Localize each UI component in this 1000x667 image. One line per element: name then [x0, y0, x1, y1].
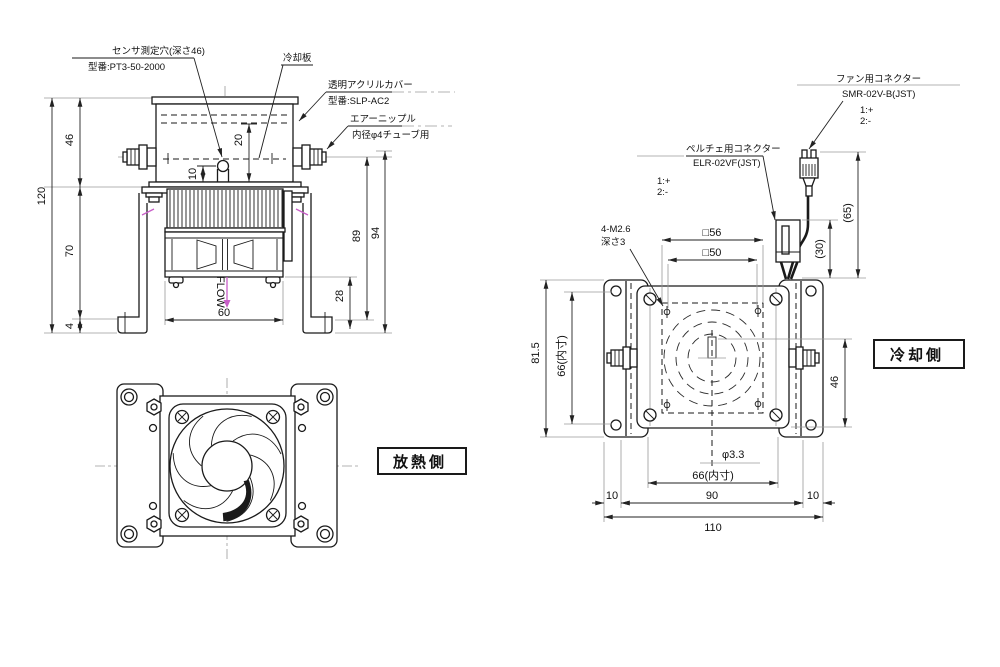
side-dimensions: 81.5 66(内寸) □56 □50 (65) (30) 46 φ3.3 66…: [530, 151, 861, 534]
peltier-pin2-label: 2:-: [657, 187, 668, 198]
sensor-hole-label: センサ測定穴(深さ46): [112, 45, 205, 57]
front-view: FLOW 120 46 70 4 10 20 60 28 89 94: [36, 45, 455, 334]
tap-depth-label: 深さ3: [601, 237, 625, 248]
side-air-nipple-right: [788, 346, 820, 370]
side-air-nipple-left: [606, 346, 638, 370]
cool-side-tag: 冷却側: [873, 339, 965, 369]
dim-81-5: 81.5: [530, 342, 542, 363]
dim-10: 10: [187, 168, 199, 180]
peltier-pin1-label: 1:+: [657, 176, 671, 187]
dim-sq50: □50: [703, 247, 722, 259]
peltier-connector-label: ペルチェ用コネクター: [686, 144, 781, 155]
heat-side-tag: 放熱側: [377, 447, 467, 475]
dim-sq56: □56: [703, 227, 722, 239]
dim-94: 94: [370, 227, 382, 239]
dim-90: 90: [706, 490, 718, 502]
fan-connector-label: ファン用コネクター: [836, 74, 921, 85]
air-nipple-label: エアーニップル: [350, 114, 416, 125]
bracket-right: [302, 193, 333, 334]
side-callouts: 4-M2.6 深さ3 ペルチェ用コネクター ELR-02VF(JST) 1:+ …: [601, 74, 960, 307]
tap-holes-label: 4-M2.6: [601, 224, 631, 235]
dim-4: 4: [64, 323, 76, 329]
fan-corner-screws: [174, 409, 281, 523]
bottom-bracket-hardware: [120, 388, 334, 543]
dim-120: 120: [36, 187, 48, 205]
air-nipple-note-label: 内径φ4チューブ用: [352, 129, 429, 141]
air-nipple-right: [292, 144, 327, 170]
cooling-plate-face: [636, 285, 790, 470]
dim-28: 28: [334, 290, 346, 302]
dim-46: 46: [64, 134, 76, 146]
fan-model-label: SMR-02V-B(JST): [842, 89, 915, 100]
heat-side-label: 放熱側: [392, 453, 447, 471]
dim-10-left: 10: [606, 490, 618, 502]
sensor-hole: [216, 159, 230, 182]
dim-66-inner-v: 66(内寸): [554, 335, 568, 377]
dim-30: (30): [814, 239, 826, 259]
fan-pin2-label: 2:-: [860, 116, 871, 127]
bracket-left: [117, 193, 148, 334]
side-view: 81.5 66(内寸) □56 □50 (65) (30) 46 φ3.3 66…: [530, 74, 965, 534]
fan-side: [164, 231, 284, 289]
dim-46-side: 46: [829, 376, 841, 388]
flow-arrowhead: [223, 300, 231, 308]
tap-holes-m26: [663, 305, 762, 411]
front-dimensions: 120 46 70 4 10 20 60 28 89 94: [36, 97, 388, 334]
dim-phi33: φ3.3: [722, 449, 744, 461]
fan-blades: [172, 415, 282, 522]
acrylic-model-label: 型番:SLP-AC2: [328, 95, 389, 107]
cooling-plate-label: 冷却板: [283, 52, 312, 64]
heatsink: [164, 188, 293, 262]
dim-70: 70: [64, 245, 76, 257]
dim-66-inner-h: 66(内寸): [692, 468, 734, 482]
sensor-model-label: 型番:PT3-50-2000: [88, 61, 165, 73]
dim-60: 60: [218, 307, 230, 319]
acrylic-cover-label: 透明アクリルカバー: [328, 80, 413, 91]
dim-89: 89: [351, 230, 363, 242]
fan-front: [168, 403, 287, 528]
front-callouts: センサ測定穴(深さ46) 型番:PT3-50-2000 冷却板 透明アクリルカバ…: [72, 45, 455, 159]
dim-20: 20: [233, 134, 245, 146]
fan-pin1-label: 1:+: [860, 105, 874, 116]
dim-65: (65): [842, 203, 854, 223]
dim-10-right: 10: [807, 490, 819, 502]
bottom-view: 放熱側: [95, 378, 467, 560]
flow-label: FLOW: [214, 276, 226, 308]
cool-side-label: 冷却側: [890, 346, 944, 364]
peltier-model-label: ELR-02VF(JST): [693, 158, 761, 169]
dim-110: 110: [704, 522, 722, 534]
peltier-connector: [775, 219, 801, 280]
air-nipple-left: [122, 144, 157, 170]
